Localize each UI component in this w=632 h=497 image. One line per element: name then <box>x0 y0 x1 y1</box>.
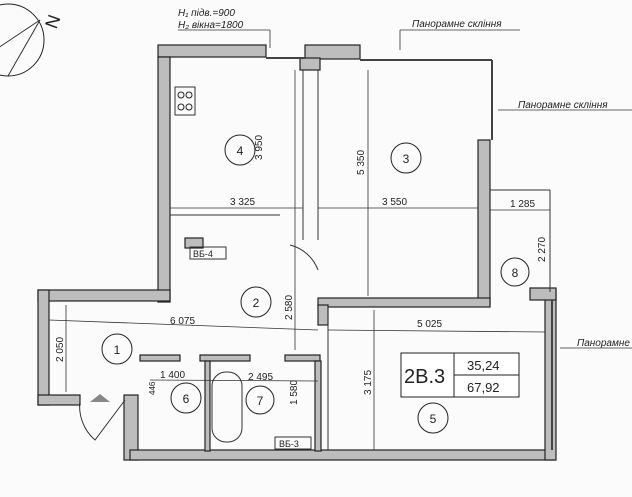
svg-text:4: 4 <box>237 144 244 158</box>
panoramic-note-top: Панорамне скління <box>412 19 502 30</box>
window-height-note: H₂ вікна=1800 <box>178 20 244 31</box>
compass-label: N <box>41 12 64 31</box>
svg-text:2 050: 2 050 <box>55 337 66 362</box>
svg-text:6 075: 6 075 <box>170 316 195 327</box>
apartment-label: 2В.3 35,24 67,92 <box>400 352 520 398</box>
svg-text:5 025: 5 025 <box>417 319 442 330</box>
shaft-vb3: ВБ-3 <box>279 439 299 449</box>
total-area: 67,92 <box>467 380 500 395</box>
svg-text:3 550: 3 550 <box>382 197 407 208</box>
svg-text:8: 8 <box>512 266 519 280</box>
svg-text:5: 5 <box>430 412 437 426</box>
svg-text:1 580: 1 580 <box>289 380 300 405</box>
svg-text:7: 7 <box>257 394 264 408</box>
svg-text:1 400: 1 400 <box>160 370 185 381</box>
panoramic-note-right: Панорамне скління <box>518 100 608 111</box>
compass-icon: N <box>0 3 64 77</box>
walls <box>37 44 557 461</box>
sill-height-note: H₁ підв.=900 <box>178 8 235 19</box>
entrance-icon <box>90 394 110 402</box>
svg-text:2 580: 2 580 <box>284 295 295 320</box>
apartment-code: 2В.3 <box>404 366 445 388</box>
svg-text:2: 2 <box>253 296 260 310</box>
panoramic-note-far-right: Панорамне <box>577 338 630 349</box>
svg-text:3 950: 3 950 <box>254 135 265 160</box>
dimension-labels: 3 950 3 325 5 350 3 550 1 285 2 270 2 58… <box>55 135 548 405</box>
svg-text:1: 1 <box>114 343 121 357</box>
svg-text:2 495: 2 495 <box>248 372 273 383</box>
svg-text:446: 446 <box>148 381 157 395</box>
svg-text:3 175: 3 175 <box>363 370 374 395</box>
shaft-vb4: ВБ-4 <box>193 249 213 259</box>
room-markers: 1 2 3 4 5 6 7 8 <box>101 134 530 434</box>
svg-text:2 270: 2 270 <box>537 237 548 262</box>
svg-text:1 285: 1 285 <box>510 199 535 210</box>
living-area: 35,24 <box>467 358 500 373</box>
svg-text:6: 6 <box>183 392 190 406</box>
svg-text:5 350: 5 350 <box>356 150 367 175</box>
svg-text:3 325: 3 325 <box>230 197 255 208</box>
svg-text:3: 3 <box>403 152 410 166</box>
